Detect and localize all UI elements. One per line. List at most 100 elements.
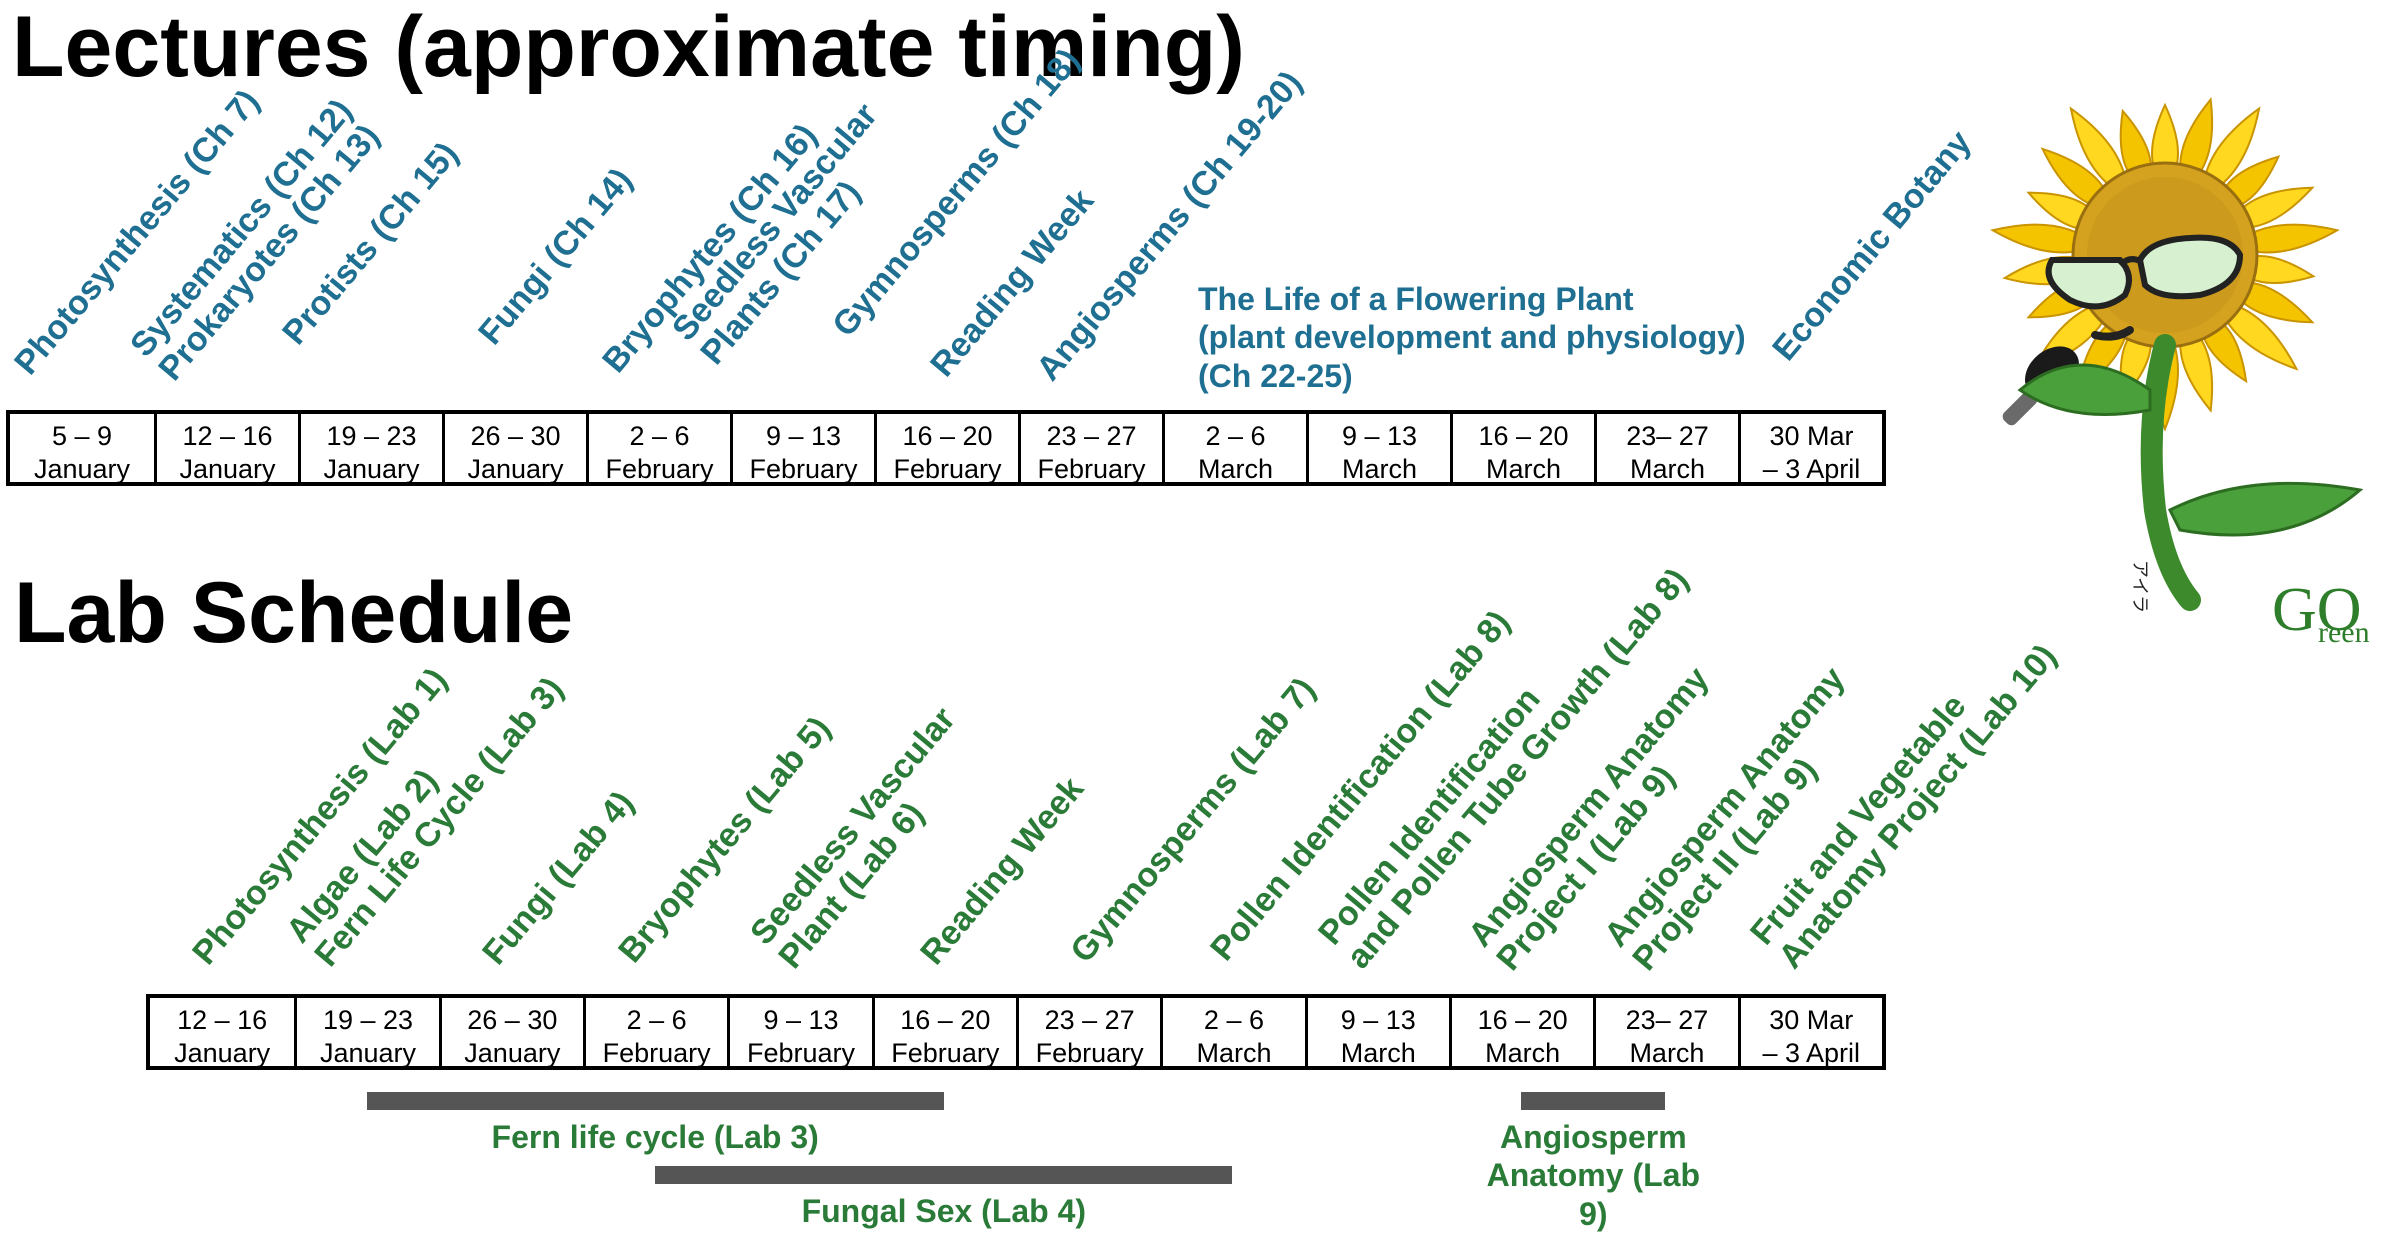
logo-reen-text: reen (2318, 616, 2370, 649)
week-dates: 9 – 13 (763, 1005, 839, 1035)
week-dates: 9 – 13 (1341, 421, 1418, 451)
week-month: January (323, 453, 420, 482)
week-dates: 19 – 23 (322, 1005, 414, 1035)
lecture-topic-line: Economic Botany (1765, 123, 1979, 368)
week-month: January (319, 1037, 417, 1066)
week-month: – 3 April (1762, 1037, 1861, 1066)
week-dates: 12 – 16 (182, 421, 273, 451)
week-month: February (891, 1037, 1000, 1066)
petal-shape (2201, 106, 2261, 198)
week-dates: 2 – 6 (1205, 421, 1266, 451)
week-month: March (1629, 453, 1705, 482)
week-dates: 23 – 27 (1046, 421, 1137, 451)
lab-span-label-line: Fern life cycle (Lab 3) (491, 1119, 819, 1155)
week-dates: 23– 27 (1625, 1005, 1709, 1035)
lab-span-label: Fern life cycle (Lab 3) (327, 1118, 984, 1156)
week-month: February (1035, 1037, 1144, 1066)
lecture-topic: Fungi (Ch 14) (471, 161, 640, 352)
flowering-plant-line-1: The Life of a Flowering Plant (1198, 281, 1634, 317)
petal-shape (1990, 223, 2098, 254)
week-dates: 16 – 20 (900, 1005, 991, 1035)
flowering-plant-line-3: (Ch 22-25) (1198, 357, 1353, 394)
lab-span-label-line: Anatomy (Lab 9) (1486, 1157, 1700, 1232)
week-month: March (1629, 1037, 1705, 1066)
petal-shape (2216, 299, 2299, 371)
lecture-topic-line: Fungi (Ch 14) (471, 161, 640, 352)
week-dates: 30 Mar (1769, 421, 1854, 451)
week-month: February (893, 453, 1002, 482)
week-month: January (174, 1037, 271, 1066)
week-dates: 23– 27 (1626, 421, 1709, 451)
lab-span-bar (366, 1092, 944, 1110)
flowering-plant-label: The Life of a Flowering Plant (plant dev… (1198, 280, 1746, 395)
week-month: January (179, 453, 276, 482)
petal-shape (2069, 106, 2129, 198)
lab-span-bar (655, 1166, 1233, 1184)
lecture-topic: Economic Botany (1765, 123, 1979, 368)
sunflower-logo: アイラ GO reen (1990, 97, 2370, 649)
week-month: January (467, 453, 564, 482)
week-dates: 26 – 30 (467, 1005, 558, 1035)
week-month: March (1340, 1037, 1416, 1066)
lab-span-label-line: Angiosperm (1499, 1119, 1687, 1155)
week-dates: 2 – 6 (626, 1005, 687, 1035)
week-month: March (1197, 453, 1273, 482)
week-month: March (1485, 1037, 1561, 1066)
week-dates: 23 – 27 (1044, 1005, 1135, 1035)
week-dates: 2 – 6 (1203, 1005, 1264, 1035)
week-dates: 9 – 13 (765, 421, 842, 451)
week-cell: 30 Mar– 3 April (1737, 998, 1882, 1066)
lab-topic-line: Seedless Vascular (742, 700, 963, 953)
week-dates: 9 – 13 (1340, 1005, 1416, 1035)
week-dates: 2 – 6 (629, 421, 690, 451)
lab-topic: Gymnosperms (Lab 7) (1063, 670, 1323, 970)
flowering-plant-line-2: (plant development and physiology) (1198, 319, 1746, 356)
week-month: January (464, 1037, 561, 1066)
week-month: February (1037, 453, 1146, 482)
week-cell: 30 Mar– 3 April (1738, 414, 1882, 482)
lab-span-bar (1521, 1092, 1666, 1110)
logo-signature: アイラ (2129, 560, 2150, 613)
week-dates: 19 – 23 (326, 421, 417, 451)
week-month: February (746, 1037, 855, 1066)
week-dates: 26 – 30 (470, 421, 561, 451)
lectures-title: Lectures (approximate timing) (12, 0, 1245, 95)
week-dates: 16 – 20 (1478, 421, 1569, 451)
lab-topic-line: Pollen Identification (1310, 680, 1548, 953)
week-dates: 5 – 9 (51, 421, 113, 451)
week-dates: 16 – 20 (902, 421, 993, 451)
week-month: March (1341, 453, 1417, 482)
week-month: February (749, 453, 858, 482)
week-dates: 16 – 20 (1477, 1005, 1568, 1035)
lab-topic-line: Gymnosperms (Lab 7) (1063, 670, 1323, 970)
lab-span-label-line: Fungal Sex (Lab 4) (801, 1193, 1087, 1229)
week-month: – 3 April (1762, 453, 1861, 482)
week-dates: 30 Mar (1769, 1005, 1854, 1035)
sunglasses-icon (2045, 234, 2244, 310)
